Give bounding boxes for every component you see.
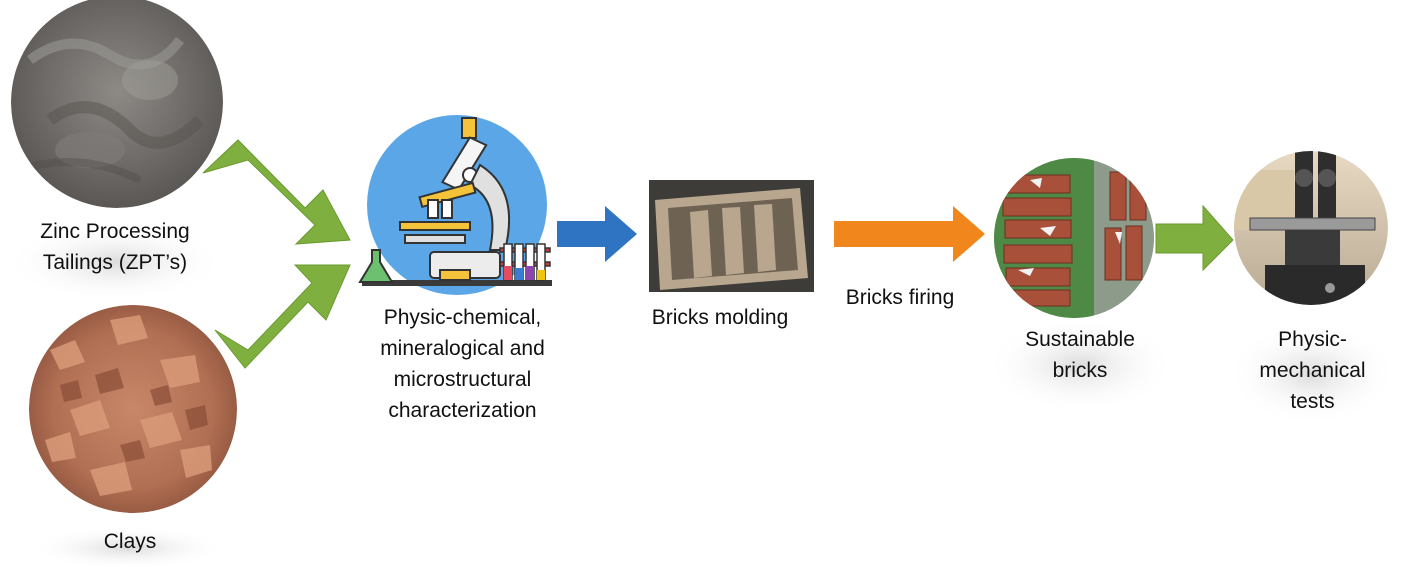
sustainable-label-shadow xyxy=(985,317,1175,413)
microscope-lab-icon xyxy=(358,115,552,295)
sustainable-bricks-image xyxy=(994,158,1154,318)
zpt-label-line2: Tailings (ZPT’s) xyxy=(42,251,188,274)
tests-label: Physic- mechanical tests xyxy=(1240,324,1385,417)
zpt-tailings-image xyxy=(11,0,223,208)
testing-machine-image xyxy=(1234,151,1388,305)
tests-label-shadow xyxy=(1227,322,1397,426)
zpt-label-line1: Zinc Processing xyxy=(40,220,190,243)
clays-label-shadow xyxy=(28,526,228,567)
firing-label: Bricks firing xyxy=(820,282,980,313)
clays-image xyxy=(29,305,237,513)
firing-label-text: Bricks firing xyxy=(845,286,955,309)
characterization-line3: microstructural xyxy=(393,368,532,391)
clays-label: Clays xyxy=(30,526,230,557)
arrow-molding-to-sustainable xyxy=(834,206,985,262)
tests-line1: Physic- xyxy=(1278,328,1347,351)
tests-line2: mechanical xyxy=(1259,359,1366,382)
sustainable-label: Sustainable bricks xyxy=(995,324,1165,386)
arrow-zpt-to-characterization xyxy=(202,139,351,245)
arrow-characterization-to-molding xyxy=(557,206,637,262)
characterization-line4: characterization xyxy=(388,399,537,422)
molding-label-text: Bricks molding xyxy=(651,306,789,329)
zpt-label-shadow xyxy=(5,222,225,302)
molding-label: Bricks molding xyxy=(625,302,815,333)
sustainable-line1: Sustainable xyxy=(1025,328,1135,351)
brick-mold-image xyxy=(649,180,814,292)
arrow-clays-to-characterization xyxy=(214,264,351,369)
characterization-line2: mineralogical and xyxy=(380,337,545,360)
tests-line3: tests xyxy=(1290,390,1335,413)
zpt-label: Zinc Processing Tailings (ZPT’s) xyxy=(10,216,220,278)
characterization-line1: Physic-chemical, xyxy=(383,306,542,329)
sustainable-line2: bricks xyxy=(1052,359,1108,382)
characterization-label: Physic-chemical, mineralogical and micro… xyxy=(355,302,570,426)
arrow-sustainable-to-tests xyxy=(1155,204,1234,272)
clays-label-text: Clays xyxy=(103,530,157,553)
